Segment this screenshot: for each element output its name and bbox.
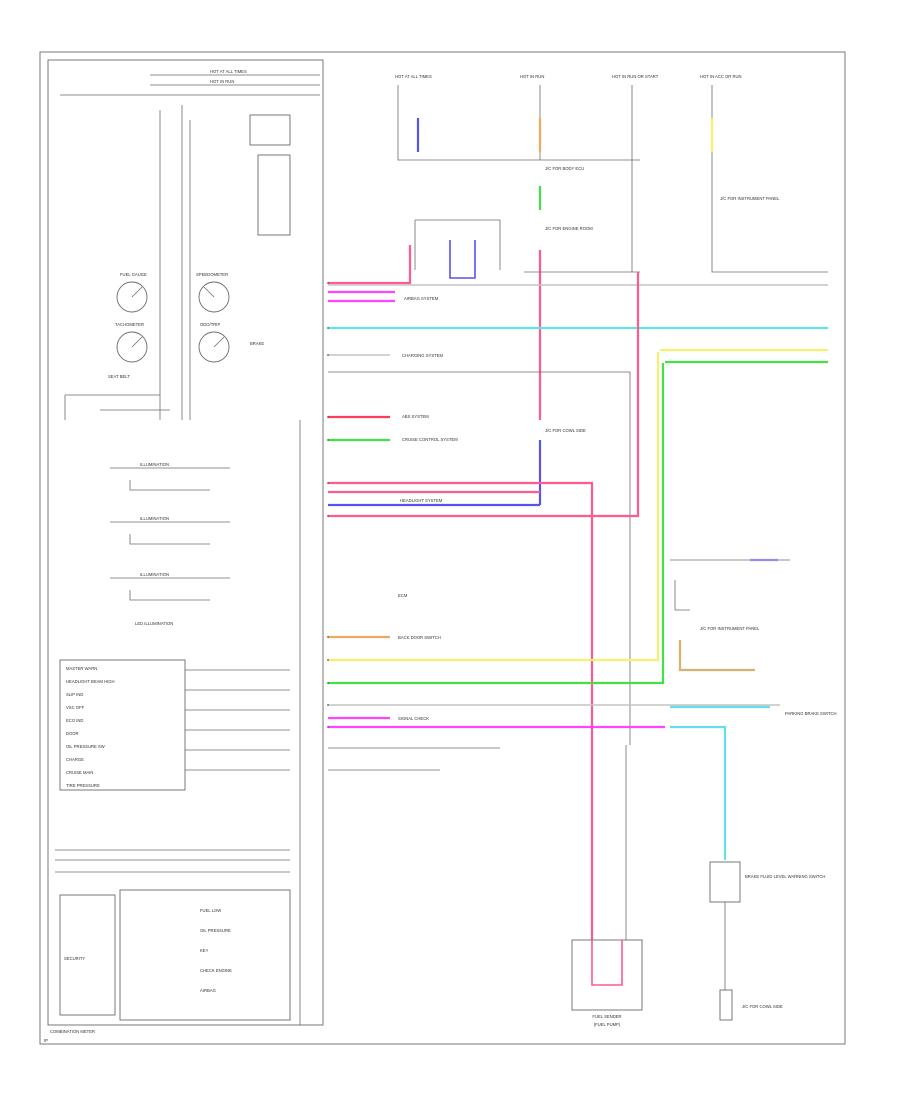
tachometer-gauge [116,331,148,363]
wire-yellow-long [328,352,660,662]
wire-pink-long [328,481,594,940]
brake-fluid-label: BRAKE FLUID LEVEL WARNING SWITCH [745,874,825,879]
odo-needle [213,336,225,348]
right-list-4: AIRBAG [200,988,216,993]
junction-d-label: J/C FOR COWL SIDE [545,428,586,433]
fuel-sender-sub: (FUEL PUMP) [594,1022,621,1027]
back-door-label: BACK DOOR SWITCH [398,635,441,640]
left-list-0: MASTER WARN [66,666,97,671]
cluster-label: COMBINATION METER [50,1029,95,1034]
connector-pins [327,282,329,728]
left-list-8: CRUISE MAIN [66,770,93,775]
charging-label: CHARGING SYSTEM [402,353,443,358]
brake-label: BRAKE [250,341,264,346]
right-list-2: KEY [200,948,209,953]
top-label-1: HOT AT ALL TIMES [210,69,247,74]
headlight-label: HEADLIGHT SYSTEM [400,498,443,503]
footer-label: IP [44,1038,48,1043]
security-label: SECURITY [64,956,85,961]
wire-blue-loop [449,240,476,279]
fuel-sender-label: FUEL SENDER [592,1014,621,1019]
right-indicator-box [119,889,291,1021]
wire-cyan-drop [670,725,727,860]
wire-pink-sender [591,940,623,986]
wire-gray-drop [328,371,631,745]
left-list-1: HEADLIGHT BEAM HIGH [66,679,115,684]
speedometer-needle [203,286,215,298]
left-list-3: VSC OFF [66,705,85,710]
fuel-gauge-label: FUEL GAUGE [120,272,147,277]
ill-circuit-a [110,467,230,491]
meter-ecu-block [257,154,291,236]
top-bus-lines [60,74,320,96]
fuse-a-label: HOT AT ALL TIMES [395,74,432,79]
fuse-a-line [397,85,640,161]
top-label-2: HOT IN RUN [210,79,234,84]
airbag-label: AIRBAG SYSTEM [404,296,439,301]
indicator-bus-lines [185,669,290,771]
cruise-label: CRUISE CONTROL SYSTEM [402,437,458,442]
parking-brake-label: PARKING BRAKE SWITCH [785,711,837,716]
odo-gauge [198,331,230,363]
junction-cowl-label: J/C FOR COWL SIDE [742,1004,783,1009]
speedometer-label: SPEEDOMETER [196,272,228,277]
wire-green-long [328,363,665,685]
left-list-9: TIRE PRESSURE [66,783,100,788]
ill-c-label: ILLUMINATION [140,572,169,577]
fuel-gauge-needle [131,286,143,298]
speedometer-gauge [198,281,230,313]
fuel-gauge [116,281,148,313]
indicator-list-box [59,659,186,791]
left-list-7: CHARGE [66,757,84,762]
wire-pink-1 [328,245,412,285]
ill-b-label: ILLUMINATION [140,516,169,521]
fuse-b-label: HOT IN RUN [520,74,544,79]
left-list-5: DOOR [66,731,79,736]
engine-ecm-label: ECM [398,593,408,598]
tachometer-needle [131,336,143,348]
junction-block [414,219,501,270]
right-list-1: OIL PRESSURE [200,928,231,933]
diagram-frame [39,51,846,1045]
junction-a-label: J/C FOR BODY ECU [545,166,584,171]
fuse-c-label: HOT IN RUN OR START [612,74,659,79]
combination-meter-box [47,59,324,1026]
abs-label: ABS SYSTEM [402,414,429,419]
security-box [59,894,116,1016]
wire-pink-3 [328,272,640,518]
ill-a-label: ILLUMINATION [140,462,169,467]
led-label: LED ILLUMINATION [135,621,173,626]
tachometer-label: TACHOMETER [115,322,144,327]
left-list-6: OIL PRESSURE SW [66,744,105,749]
left-list-4: ECO IND [66,718,83,723]
junction-b-label: J/C FOR INSTRUMENT PANEL [720,196,780,201]
seat-belt-lines [64,394,170,420]
wire-bottom-grays [328,747,500,771]
junction-right-label: J/C FOR INSTRUMENT PANEL [700,626,760,631]
junction-c-label: J/C FOR ENGINE ROOM [545,226,593,231]
left-list-2: SLIP IND [66,692,83,697]
fuel-sender-box [571,939,643,1011]
right-list-0: FUEL LOW [200,908,221,913]
meter-bottom-lines [55,849,290,873]
fuse-d-label: HOT IN ACC OR RUN [700,74,742,79]
meter-connector-block [249,114,291,146]
right-list-3: CHECK ENGINE [200,968,232,973]
wire-tan-right [678,640,755,672]
odo-label: ODO/TRIP [200,322,220,327]
ill-circuit-c [110,577,230,601]
seat-belt-label: SEAT BELT [108,374,130,379]
ill-circuit-b [110,521,230,545]
meter-vertical-bus [159,105,191,420]
signal-label: SIGNAL CHECK [398,716,429,721]
ground-block [719,989,733,1021]
